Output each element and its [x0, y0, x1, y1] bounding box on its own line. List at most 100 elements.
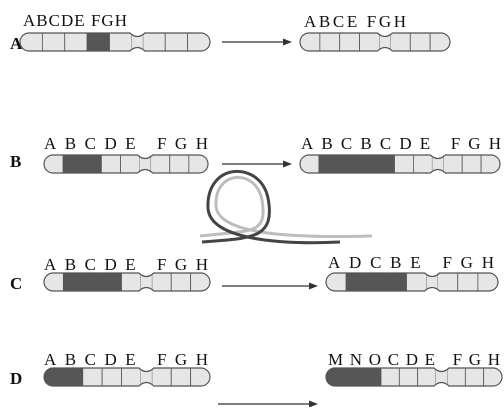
chromosome-outline — [299, 154, 501, 174]
chromosome-body-c-before — [43, 272, 211, 292]
chromosome-segments — [300, 33, 450, 51]
chromosome-segment — [164, 33, 189, 51]
chromosome-segment — [343, 368, 364, 386]
chromosome-outline — [299, 32, 451, 52]
chromosome-segment — [437, 273, 459, 291]
chromosome-body-a-before — [19, 32, 211, 52]
chromosome-segment — [120, 155, 141, 173]
chromosome-segment — [101, 368, 122, 386]
chromosome-segment — [62, 273, 84, 291]
chromosome-segment — [62, 368, 84, 386]
chromosome-c-before: ABCDE FGH — [43, 255, 211, 292]
chromosome-segment — [480, 155, 500, 173]
gene-letters-c-before: ABCDE FGH — [44, 255, 208, 274]
gene-letters-b-before: ABCDE FGH — [44, 134, 208, 153]
gene-letters-a-before: ABCDE FGH — [23, 11, 127, 30]
chromosome-segment — [190, 273, 210, 291]
chromosome-segments — [326, 368, 502, 386]
chromosome-segment — [442, 155, 463, 173]
chromosome-segment — [169, 155, 190, 173]
chromosome-segment — [150, 155, 171, 173]
centromere — [426, 273, 438, 291]
chromosome-segment — [362, 368, 382, 386]
chromosome-segment — [86, 33, 110, 51]
chromosome-body-c-after — [325, 272, 499, 292]
centromere — [432, 155, 444, 173]
chromosome-segment — [121, 368, 142, 386]
centromere — [436, 368, 447, 386]
arrow-d — [218, 400, 318, 408]
chromosome-segment — [464, 368, 485, 386]
chromosome-segment — [385, 273, 407, 291]
row-label-d: D — [10, 369, 22, 388]
chromosome-segment — [457, 273, 479, 291]
chromosome-a-after: ABCE FGH — [299, 12, 451, 52]
gene-letters-b-after: ABCBCDE FGH — [301, 134, 501, 153]
chromosome-segment — [170, 368, 192, 386]
chromosome-outline — [43, 367, 211, 387]
chromosome-segments — [326, 273, 498, 291]
chromosome-segment — [121, 273, 142, 291]
row-a: A ABCDE FGH ABCE FGH — [10, 11, 451, 53]
centromere — [140, 273, 152, 291]
chromosome-segment — [151, 273, 172, 291]
chromosome-a-before: ABCDE FGH — [19, 11, 211, 52]
chromosome-segments — [44, 368, 210, 386]
chromosome-c-after: ADCBE FGH — [325, 253, 499, 292]
chromosome-segment — [339, 33, 360, 51]
chromosome-segment — [394, 155, 414, 173]
chromosome-segment — [170, 273, 192, 291]
centromere — [131, 33, 143, 51]
chromosome-segment — [337, 155, 358, 173]
chromosome-body-d-before — [43, 367, 211, 387]
chromosome-segment — [446, 368, 466, 386]
chromosome-segment — [359, 33, 380, 51]
chromosome-segment — [406, 273, 428, 291]
chromosome-outline — [43, 272, 211, 292]
arrow-c — [222, 282, 318, 290]
chromosome-segment — [429, 33, 450, 51]
row-b: B ABCDE FGH ABCBCDE FGH — [10, 134, 501, 174]
chromosome-b-before: ABCDE FGH — [43, 134, 209, 174]
chromosome-segment — [41, 33, 66, 51]
chromosome-segment — [375, 155, 395, 173]
row-c: C ABCDE FGH ADCBE FGH — [10, 253, 499, 293]
chromosome-segment — [356, 155, 377, 173]
chromosome-segment — [151, 368, 172, 386]
chromosome-outline — [325, 367, 503, 387]
loop-illustration — [199, 170, 373, 245]
gene-letters-d-after: MNOCDE FGH — [328, 350, 500, 369]
gene-letters-c-after: ADCBE FGH — [328, 253, 494, 272]
chromosome-segments — [20, 33, 210, 51]
chromosome-segment — [82, 368, 103, 386]
gene-letters-a-after: ABCE FGH — [304, 12, 406, 31]
chromosome-b-after: ABCBCDE FGH — [299, 134, 501, 174]
chromosome-segment — [187, 33, 210, 51]
chromosome-outline — [19, 32, 211, 52]
chromosome-segment — [82, 273, 103, 291]
gene-letters-d-before: ABCDE FGH — [44, 350, 208, 369]
arrow-b — [222, 160, 292, 168]
chromosome-segment — [142, 33, 166, 51]
chromosome-body-d-after — [325, 367, 503, 387]
chromosome-segment — [380, 368, 400, 386]
chromosome-segment — [390, 33, 411, 51]
chromosome-body-b-before — [43, 154, 209, 174]
chromosome-body-b-after — [299, 154, 501, 174]
chromosome-segment — [319, 33, 341, 51]
chromosome-segment — [412, 155, 433, 173]
chromosome-segment — [64, 33, 88, 51]
row-label-c: C — [10, 274, 22, 293]
arrow-head — [309, 400, 318, 408]
arrow-head — [309, 282, 318, 290]
row-label-a: A — [10, 34, 23, 53]
chromosome-segment — [62, 155, 83, 173]
arrow-a — [222, 38, 292, 46]
loop-strand-dark — [201, 170, 341, 245]
chromosome-segment — [188, 155, 208, 173]
chromosome-segment — [190, 368, 210, 386]
chromosome-segment — [101, 273, 122, 291]
loop-strand-light — [199, 175, 373, 239]
row-d: D ABCDE FGH MNOCDE FGH — [10, 350, 503, 408]
